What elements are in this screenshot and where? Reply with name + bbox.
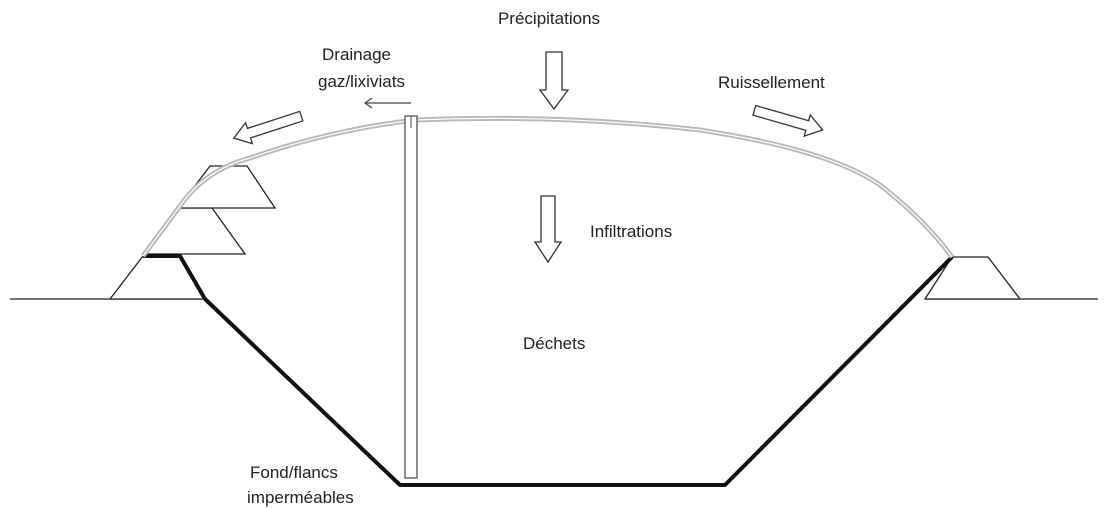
left-berm-middle: [141, 207, 247, 255]
infiltrations-label: Infiltrations: [590, 222, 672, 241]
infiltrations-arrow-icon: [533, 195, 563, 264]
drainage-arrow-head: [363, 97, 373, 109]
precipitations-label: Précipitations: [498, 9, 600, 28]
impermeable-liner: [143, 254, 954, 487]
runoff-right-arrow-icon: [752, 104, 824, 138]
right-berm: [923, 256, 1022, 300]
fond-flancs-label-line2: imperméables: [247, 488, 354, 507]
left-berm-top: [176, 165, 277, 209]
fond-flancs-label-line1: Fond/flancs: [250, 463, 338, 482]
dechets-label: Déchets: [523, 334, 585, 353]
drainage-well: [404, 115, 418, 479]
drainage-label-line2: gaz/lixiviats: [318, 72, 405, 91]
precipitations-arrow-icon: [538, 51, 570, 111]
drainage-label-line1: Drainage: [322, 45, 391, 64]
ruissellement-label: Ruissellement: [718, 73, 825, 92]
top-cover-inner-line: [142, 117, 953, 258]
runoff-left-arrow-icon: [232, 110, 304, 145]
